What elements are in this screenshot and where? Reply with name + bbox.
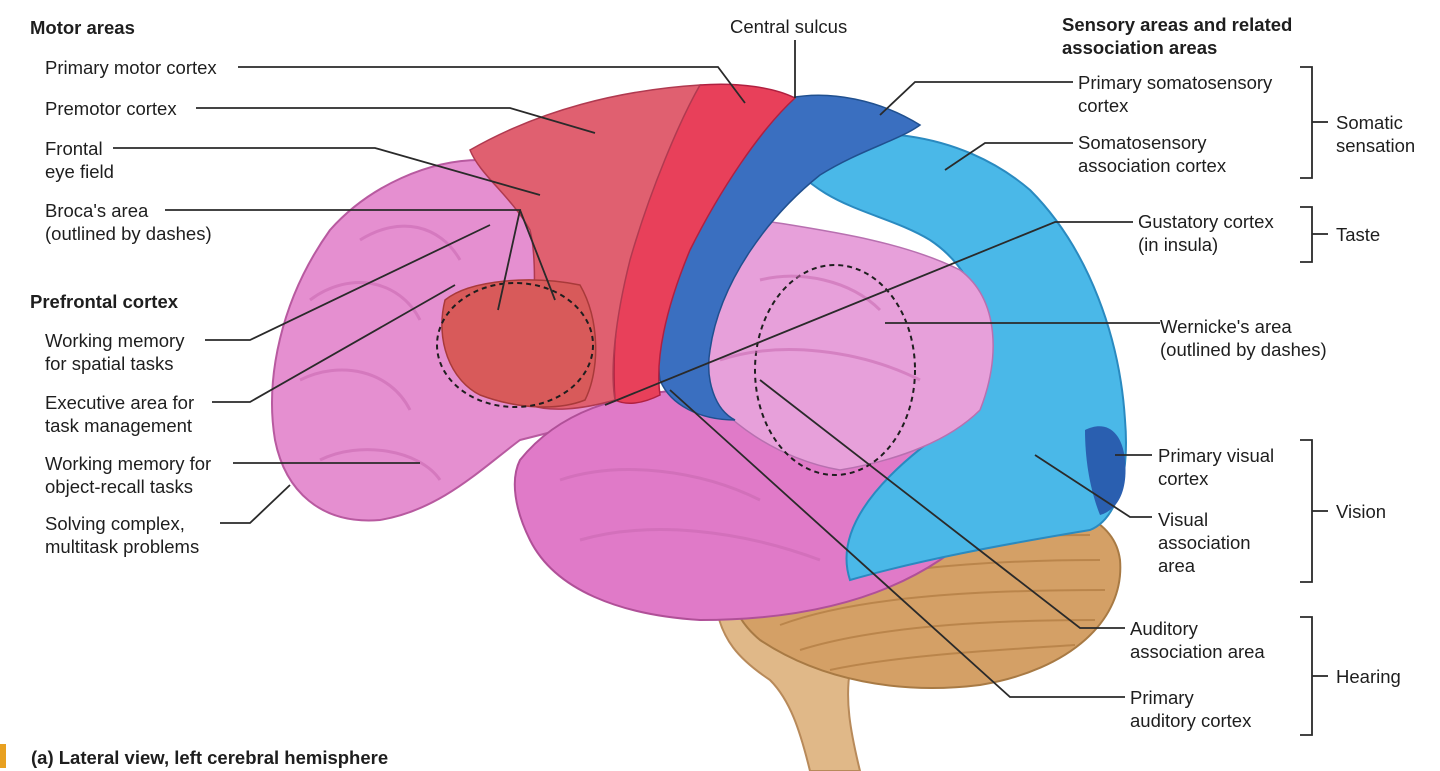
somatic-sensation-label-1: Somatic — [1336, 112, 1403, 133]
frontal-eye-field-label-2: eye field — [45, 161, 114, 182]
group-brackets — [1300, 66, 1328, 736]
gustatory-cortex-label-1: Gustatory cortex — [1138, 211, 1274, 232]
brocas-area — [441, 279, 597, 408]
visual-association-label-3: area — [1158, 555, 1196, 576]
caption-marker — [0, 744, 6, 768]
executive-area-label-2: task management — [45, 415, 193, 436]
solving-complex-label-2: multitask problems — [45, 536, 200, 557]
gustatory-cortex-label-2: (in insula) — [1138, 234, 1219, 255]
taste-label: Taste — [1336, 224, 1381, 245]
wernickes-area-label-2: (outlined by dashes) — [1160, 339, 1327, 360]
working-memory-object-label-2: object-recall tasks — [45, 476, 194, 497]
visual-association-label-1: Visual — [1158, 509, 1209, 530]
motor-areas-heading: Motor areas — [30, 17, 135, 38]
auditory-association-label-2: association area — [1130, 641, 1265, 662]
primary-auditory-label-2: auditory cortex — [1130, 710, 1252, 731]
auditory-association-label-1: Auditory — [1130, 618, 1198, 639]
frontal-eye-field-label-1: Frontal — [45, 138, 103, 159]
prefrontal-cortex-heading: Prefrontal cortex — [30, 291, 179, 312]
figure-caption: (a) Lateral view, left cerebral hemisphe… — [31, 747, 389, 768]
primary-visual-label-1: Primary visual — [1158, 445, 1275, 466]
primary-somatosensory-label-2: cortex — [1078, 95, 1129, 116]
executive-area-label-1: Executive area for — [45, 392, 195, 413]
wernickes-dashed-outline — [754, 264, 916, 476]
sensory-areas-heading-1: Sensory areas and related — [1062, 14, 1293, 35]
somatosensory-association-label-1: Somatosensory — [1078, 132, 1207, 153]
brocas-area-label-1: Broca's area — [45, 200, 149, 221]
primary-visual-label-2: cortex — [1158, 468, 1209, 489]
hearing-label: Hearing — [1336, 666, 1401, 687]
working-memory-spatial-label-1: Working memory — [45, 330, 185, 351]
working-memory-object-label-1: Working memory for — [45, 453, 212, 474]
primary-auditory-label-1: Primary — [1130, 687, 1194, 708]
leader-lines-left — [113, 66, 746, 524]
visual-association-label-2: association — [1158, 532, 1251, 553]
somatic-sensation-label-2: sensation — [1336, 135, 1416, 156]
somatosensory-association-label-2: association cortex — [1078, 155, 1227, 176]
gyri-texture — [299, 224, 921, 562]
primary-visual-cortex — [1085, 426, 1126, 515]
brocas-dashed-outline — [436, 282, 594, 408]
primary-motor-cortex-label: Primary motor cortex — [45, 57, 217, 78]
wernickes-area-label-1: Wernicke's area — [1160, 316, 1292, 337]
solving-complex-label-1: Solving complex, — [45, 513, 185, 534]
primary-somatosensory-label-1: Primary somatosensory — [1078, 72, 1273, 93]
premotor-cortex-label: Premotor cortex — [45, 98, 177, 119]
brocas-area-label-2: (outlined by dashes) — [45, 223, 212, 244]
sensory-areas-heading-2: association areas — [1062, 37, 1218, 58]
vision-label: Vision — [1336, 501, 1387, 522]
leader-lines-right — [604, 40, 1160, 698]
working-memory-spatial-label-2: for spatial tasks — [45, 353, 174, 374]
central-sulcus-label: Central sulcus — [730, 16, 848, 37]
